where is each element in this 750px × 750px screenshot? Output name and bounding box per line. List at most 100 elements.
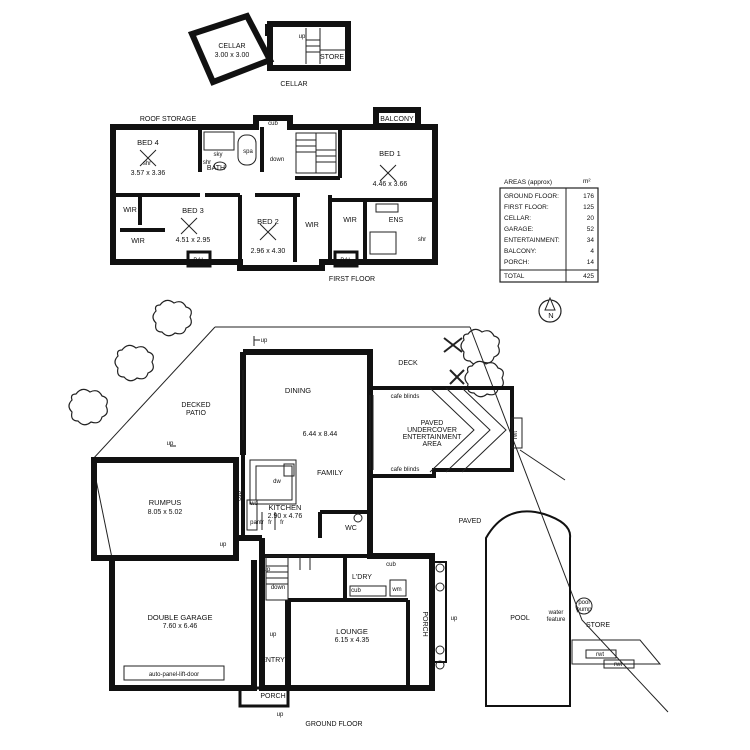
areas-row-label: ENTERTAINMENT: xyxy=(504,237,560,244)
rumpus-name: RUMPUS xyxy=(149,498,182,507)
ens-label: ENS xyxy=(389,217,404,224)
fridge-label: fr xyxy=(268,520,272,526)
bed1-dims: 4.46 x 3.66 xyxy=(373,181,408,188)
up-label: up xyxy=(277,712,284,718)
decked-patio-label-line1: DECKED xyxy=(181,402,210,409)
areas-row-value: 34 xyxy=(587,237,595,244)
bed2-dims: 2.96 x 4.30 xyxy=(251,248,286,255)
rwt-label: rwt xyxy=(513,431,519,439)
cellar-room-dims: 3.00 x 3.00 xyxy=(215,52,250,59)
rwt-label: rwt xyxy=(596,652,604,658)
bed2-name: BED 2 xyxy=(257,217,279,226)
garage-dims: 7.60 x 6.46 xyxy=(163,623,198,630)
areas-row-label: BALCONY: xyxy=(504,248,537,255)
areas-unit: m² xyxy=(583,178,591,185)
store-label: STORE xyxy=(586,622,610,629)
cellar-store-label: STORE xyxy=(320,54,344,61)
up-label: up xyxy=(261,338,268,344)
bed4-shr-label: shr xyxy=(143,161,151,167)
kitchen-cub-label: cub xyxy=(237,491,243,501)
pantry-label: pantr xyxy=(250,520,264,526)
garage-door-label: auto-panel-lift-door xyxy=(149,672,199,678)
cellar-plan: CELLAR 3.00 x 3.00 up STORE CELLAR xyxy=(187,12,351,88)
bed4-dims: 3.57 x 3.36 xyxy=(131,170,166,177)
cafe-blinds-label: cafe blinds xyxy=(391,394,420,400)
cellar-room-name: CELLAR xyxy=(218,43,245,50)
laundry-cub-label: cub xyxy=(351,588,361,594)
water-feature-line2: feature xyxy=(547,617,566,623)
pool-pump-line2: pump xyxy=(576,607,592,613)
balcony-label: BALCONY xyxy=(380,116,414,123)
laundry-cub-label: cub xyxy=(386,562,396,568)
bed3-bal-label: BAL xyxy=(193,258,205,264)
lounge-dims: 6.15 x 4.35 xyxy=(335,637,370,644)
decked-patio-label-line2: PATIO xyxy=(186,410,207,417)
family-label: FAMILY xyxy=(317,468,343,477)
areas-row-label: GROUND FLOOR: xyxy=(504,193,559,200)
lounge-name: LOUNGE xyxy=(336,627,368,636)
areas-row-label: FIRST FLOOR: xyxy=(504,204,549,211)
pool-label: POOL xyxy=(510,615,530,622)
family-dims: 6.44 x 8.44 xyxy=(303,431,338,438)
areas-row-value: 14 xyxy=(587,259,595,266)
first-floor-cub-label: cub xyxy=(268,121,278,127)
bath-shr-label: shr xyxy=(203,160,211,166)
ground-floor-plan: DECKED PATIO DECK DINING 6.44 x 8.44 FAM… xyxy=(91,326,669,728)
cafe-blinds-label: cafe blinds xyxy=(391,467,420,473)
tree-icon xyxy=(114,344,154,382)
wall-oven-label: wo xyxy=(249,501,258,507)
paved-ent-line1: PAVED xyxy=(421,420,444,427)
washing-machine-label: wm xyxy=(391,587,401,593)
areas-row-value: 125 xyxy=(583,204,594,211)
tree-icon xyxy=(464,360,504,398)
garage-name: DOUBLE GARAGE xyxy=(147,613,212,622)
paved-ent-line2: UNDERCOVER xyxy=(407,427,457,434)
front-porch-label: PORCH xyxy=(260,693,285,700)
bed4-wir-label: WIR xyxy=(123,207,137,214)
bed1-bal-label: BAL xyxy=(340,258,352,264)
tree-icon xyxy=(460,328,500,366)
bed3-name: BED 3 xyxy=(182,206,204,215)
paved-ent-line3: ENTERTAINMENT xyxy=(403,434,463,441)
kitchen-name: KITCHEN xyxy=(269,503,302,512)
areas-total-value: 425 xyxy=(583,273,594,280)
paved-ent-line4: AREA xyxy=(422,441,441,448)
bath-label: BATH xyxy=(207,165,225,172)
first-floor-down-label: down xyxy=(270,157,284,163)
water-feature-line1: water xyxy=(548,610,564,616)
stair-up-label: up xyxy=(264,567,271,573)
up-label: up xyxy=(451,616,458,622)
rumpus-dims: 8.05 x 5.02 xyxy=(148,509,183,516)
bed4-name: BED 4 xyxy=(137,138,159,147)
north-arrow-icon: N xyxy=(538,296,562,323)
up-label: up xyxy=(167,441,174,447)
entry-label: ENTRY xyxy=(261,657,285,664)
pool-pump-line1: pool xyxy=(578,600,589,606)
bed3-dims: 4.51 x 2.95 xyxy=(176,237,211,244)
up-label: up xyxy=(220,542,227,548)
up-label: up xyxy=(270,632,277,638)
rwt-label: rwt xyxy=(614,662,622,668)
bed1-name: BED 1 xyxy=(379,149,401,158)
wc-label: WC xyxy=(345,525,357,532)
cellar-up-label: up xyxy=(299,34,306,40)
north-label: N xyxy=(548,311,553,320)
tree-icon xyxy=(68,388,108,426)
ground-floor-title: GROUND FLOOR xyxy=(305,721,362,728)
up-arrow-icon xyxy=(253,336,260,346)
areas-total-label: TOTAL xyxy=(504,273,525,280)
kitchen-dims: 2.90 x 4.76 xyxy=(268,513,303,520)
areas-row-label: GARAGE: xyxy=(504,226,534,233)
first-floor-plan: ROOF STORAGE BALCONY cub down spa sky BA… xyxy=(110,107,438,283)
areas-row-label: CELLAR: xyxy=(504,215,531,222)
areas-row-value: 52 xyxy=(587,226,595,233)
ens-shr-label: shr xyxy=(418,237,426,243)
tree-icon xyxy=(152,299,192,337)
dishwasher-label: dw xyxy=(273,479,281,485)
roof-storage-label: ROOF STORAGE xyxy=(140,116,197,123)
fridge-label: fr xyxy=(280,520,284,526)
areas-row-value: 20 xyxy=(587,215,595,222)
sky-label: sky xyxy=(214,152,223,158)
plant-icon xyxy=(443,337,465,385)
areas-row-label: PORCH: xyxy=(504,259,529,266)
